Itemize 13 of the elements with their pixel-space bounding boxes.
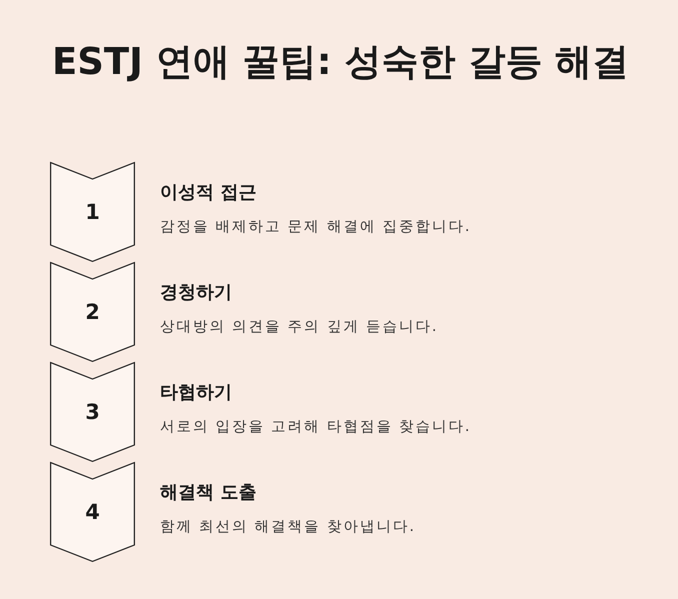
title: ESTJ 연애 꿀팁: 성숙한 갈등 해결 [52,39,630,85]
step-number: 1 [84,200,101,224]
step-heading: 경청하기 [160,281,232,304]
step-heading: 타협하기 [160,381,232,404]
step-description: 함께 최선의 해결책을 찾아냅니다. [160,518,416,536]
step-number: 2 [84,300,101,324]
step-description: 감정을 배제하고 문제 해결에 집중합니다. [160,218,472,236]
step-heading: 이성적 접근 [160,181,256,204]
step-heading: 해결책 도출 [160,481,256,504]
step-description: 상대방의 의견을 주의 깊게 듣습니다. [160,318,438,336]
step-description: 서로의 입장을 고려해 타협점을 찾습니다. [160,418,472,436]
step-number: 4 [84,500,101,524]
step-number: 3 [84,400,101,424]
